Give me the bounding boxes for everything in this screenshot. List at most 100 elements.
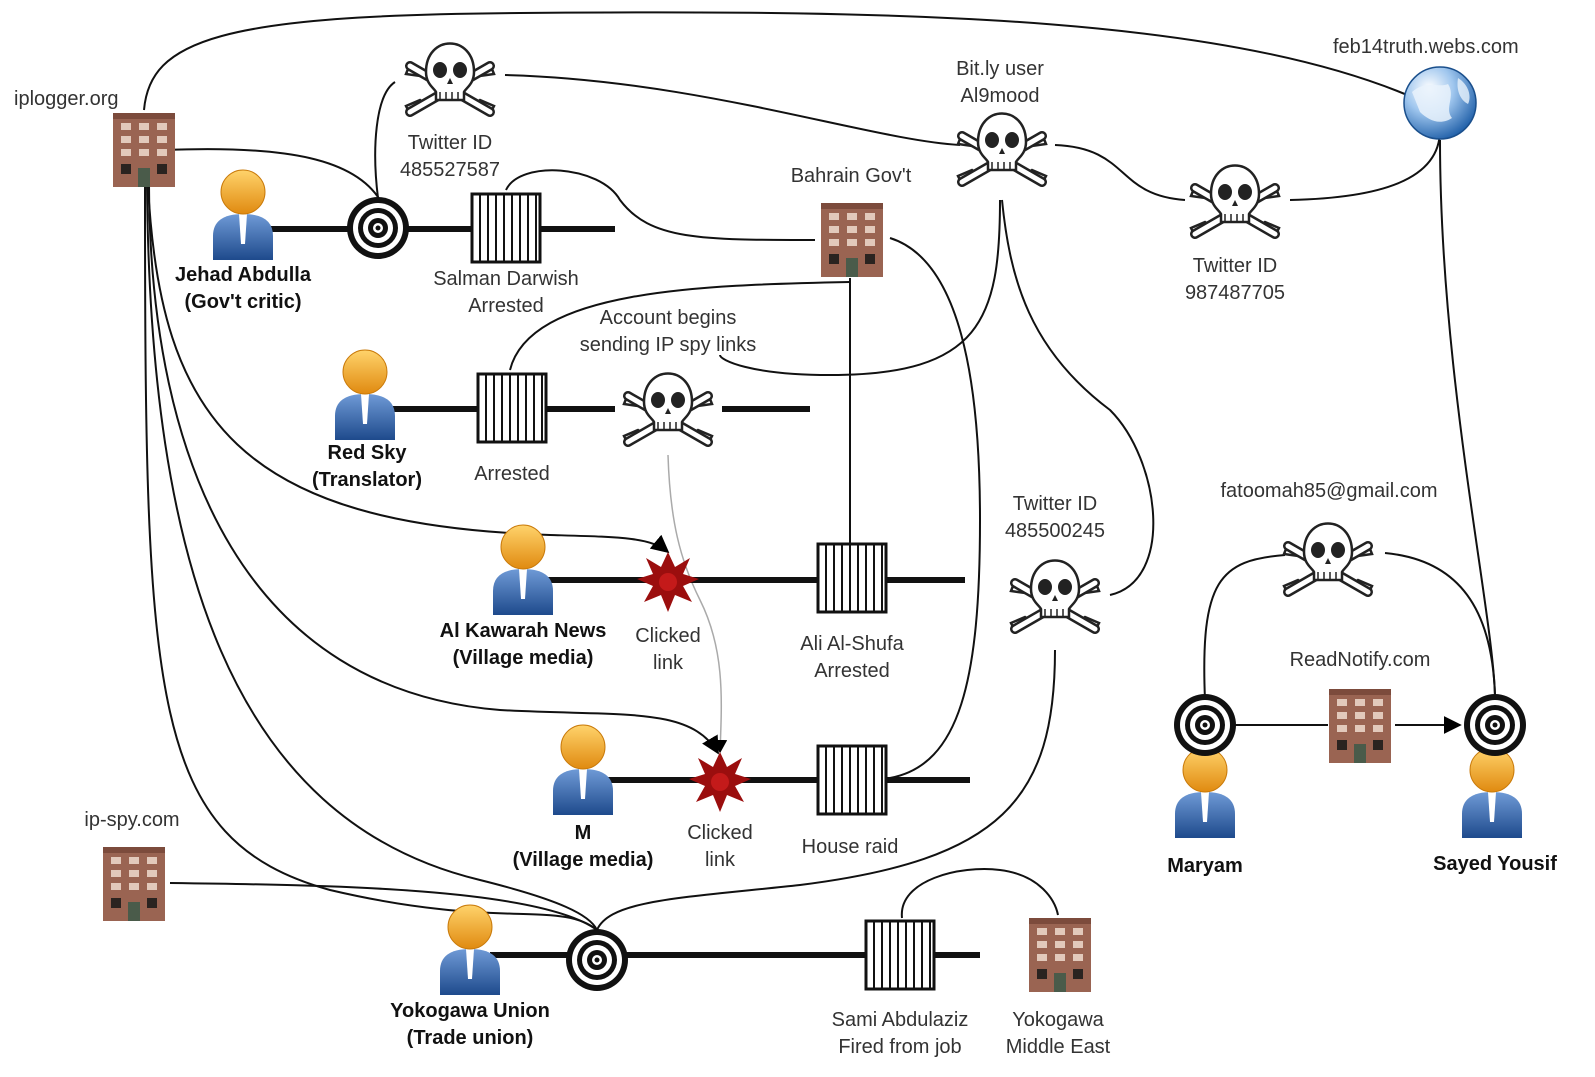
yokogawa-me-building-icon bbox=[1029, 918, 1091, 992]
ipspy-label: ip-spy.com bbox=[84, 809, 180, 831]
ipspy-building-icon bbox=[103, 847, 165, 921]
houseraid-label: House raid bbox=[801, 836, 899, 858]
twitter-top-line1: Twitter ID bbox=[407, 132, 493, 154]
yokogawa-union-person-icon bbox=[439, 904, 501, 996]
edge-iplogger-clicked2 bbox=[148, 184, 719, 755]
sayed-target-icon bbox=[1464, 694, 1526, 756]
clicked1-label: Clicked link bbox=[618, 623, 718, 677]
yokogawa-union-line1: Yokogawa Union bbox=[390, 1000, 550, 1022]
feb14-label: feb14truth.webs.com bbox=[1333, 36, 1519, 58]
maryam-person-icon bbox=[1174, 747, 1236, 839]
redsky-line1: Red Sky bbox=[327, 442, 407, 464]
edge-ipspy-target-yokogawa bbox=[169, 882, 598, 931]
sami-jail-icon bbox=[864, 919, 936, 991]
m-label: M (Village media) bbox=[483, 820, 683, 874]
iplogger-label: iplogger.org bbox=[14, 88, 119, 110]
yokogawa-me-label: Yokogawa Middle East bbox=[990, 1007, 1126, 1061]
clicked1-line2: link bbox=[652, 652, 683, 674]
edge-bitly-skull-right bbox=[1054, 144, 1186, 201]
ali-label: Ali Al-Shufa Arrested bbox=[772, 631, 932, 685]
edge-jail-salman-bahrain bbox=[505, 169, 816, 241]
edge-twitter-mid-target-yokogawa bbox=[596, 649, 1056, 931]
edge-iplogger-target-yokogawa bbox=[144, 184, 598, 931]
edge-bahrain-jail-redsky bbox=[509, 281, 851, 371]
edge-fatoomah-target-maryam bbox=[1203, 554, 1286, 701]
bitly-line1: Bit.ly user bbox=[956, 58, 1044, 80]
alkawarah-label: Al Kawarah News (Village media) bbox=[413, 618, 633, 672]
readnotify-label: ReadNotify.com bbox=[1289, 649, 1431, 671]
salman-line1: Salman Darwish bbox=[433, 268, 579, 290]
alkawarah-line1: Al Kawarah News bbox=[439, 620, 607, 642]
edge-account-clicked2-grey bbox=[667, 454, 728, 754]
yokogawa-me-line2: Middle East bbox=[1005, 1036, 1111, 1058]
account-line1: Account begins bbox=[599, 307, 737, 329]
clicked2-burst-icon bbox=[689, 752, 751, 812]
edge-skull-target-jehad bbox=[374, 81, 396, 199]
ali-jail-icon bbox=[816, 542, 888, 614]
clicked2-line1: Clicked bbox=[687, 822, 753, 844]
twitter-top-label: Twitter ID 485527587 bbox=[380, 130, 520, 184]
clicked2-label: Clicked link bbox=[670, 820, 770, 874]
clicked1-line1: Clicked bbox=[635, 625, 701, 647]
fatoomah-label: fatoomah85@gmail.com bbox=[1220, 480, 1438, 502]
maryam-label: Maryam bbox=[1167, 855, 1243, 877]
twitter-mid-label: Twitter ID 485500245 bbox=[985, 491, 1125, 545]
salman-line2: Arrested bbox=[468, 295, 544, 317]
edge-iplogger-target-jehad bbox=[164, 148, 381, 201]
salman-jail-icon bbox=[470, 192, 542, 264]
twitter-top-line2: 485527587 bbox=[399, 159, 501, 181]
jehad-label: Jehad Abdulla (Gov't critic) bbox=[143, 262, 343, 316]
jehad-person-icon bbox=[212, 169, 274, 261]
twitter-right-line1: Twitter ID bbox=[1192, 255, 1278, 277]
clicked1-burst-icon bbox=[637, 552, 699, 612]
m-line1: M bbox=[574, 822, 592, 844]
account-label: Account begins sending IP spy links bbox=[552, 305, 784, 359]
twitter-mid-line2: 485500245 bbox=[1004, 520, 1106, 542]
twitter-top-skull-icon bbox=[406, 44, 494, 115]
bitly-line2: Al9mood bbox=[960, 85, 1040, 107]
edge-bitly-account bbox=[719, 199, 1001, 377]
yokogawa-union-label: Yokogawa Union (Trade union) bbox=[360, 998, 580, 1052]
yokogawa-target-icon bbox=[566, 929, 628, 991]
feb14-globe-icon bbox=[1403, 66, 1477, 140]
twitter-right-label: Twitter ID 987487705 bbox=[1165, 253, 1305, 307]
edge-jail-sami-yokogawa-me bbox=[900, 868, 1059, 919]
edge-bahrain-houseraid bbox=[889, 237, 982, 779]
edge-skull-bitly bbox=[504, 74, 961, 146]
edge-iplogger-feb14 bbox=[143, 11, 1441, 111]
clicked2-line2: link bbox=[704, 849, 735, 871]
bahrain-building-icon bbox=[821, 203, 883, 277]
readnotify-building-icon bbox=[1329, 689, 1391, 763]
edge-fatoomah-target-sayed bbox=[1384, 552, 1496, 696]
twitter-right-line2: 987487705 bbox=[1184, 282, 1286, 304]
redsky-line2: (Translator) bbox=[311, 469, 423, 491]
sami-line1: Sami Abdulaziz bbox=[831, 1009, 969, 1031]
ali-line1: Ali Al-Shufa bbox=[800, 633, 904, 655]
edge-iplogger-clicked1 bbox=[147, 184, 670, 554]
yokogawa-me-line1: Yokogawa bbox=[1012, 1009, 1104, 1031]
jehad-line1: Jehad Abdulla bbox=[175, 264, 311, 286]
ali-line2: Arrested bbox=[814, 660, 890, 682]
edge-skull-right-globe bbox=[1289, 129, 1441, 201]
bahrain-label: Bahrain Gov't bbox=[790, 165, 912, 187]
timelines bbox=[265, 226, 980, 958]
sayed-person-icon bbox=[1461, 747, 1523, 839]
account-skull-icon bbox=[624, 374, 712, 445]
houseraid-jail-icon bbox=[816, 744, 888, 816]
redsky-label: Red Sky (Translator) bbox=[287, 440, 447, 494]
alkawarah-line2: (Village media) bbox=[452, 647, 594, 669]
iplogger-building-icon bbox=[113, 113, 175, 187]
redsky-jail-icon bbox=[476, 372, 548, 444]
edge-iplogger-target-yokogawa-b bbox=[146, 184, 598, 931]
fatoomah-skull-icon bbox=[1284, 524, 1372, 595]
m-person-icon bbox=[552, 724, 614, 816]
edge-bitly-twitter-mid bbox=[1001, 199, 1155, 596]
jehad-line2: (Gov't critic) bbox=[184, 291, 302, 313]
edge-globe-target-sayed bbox=[1439, 139, 1496, 701]
maryam-target-icon bbox=[1174, 694, 1236, 756]
yokogawa-union-line2: (Trade union) bbox=[406, 1027, 534, 1049]
redsky-arrested-label: Arrested bbox=[474, 463, 550, 485]
sami-line2: Fired from job bbox=[838, 1036, 962, 1058]
bitly-label: Bit.ly user Al9mood bbox=[930, 56, 1070, 110]
